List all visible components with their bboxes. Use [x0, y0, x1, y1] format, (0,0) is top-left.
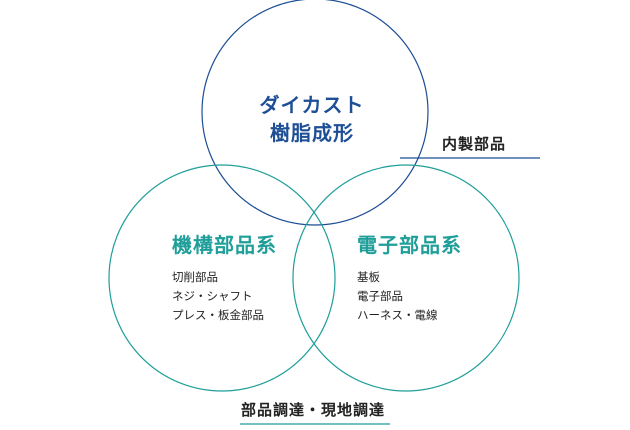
procurement-caption: 部品調達・現地調達: [240, 401, 386, 419]
list-item: 切削部品: [172, 270, 218, 284]
top-circle-title: ダイカスト 樹脂成形: [260, 91, 365, 147]
right-circle-title: 電子部品系: [357, 233, 462, 257]
list-item: 基板: [357, 270, 380, 284]
list-item: プレス・板金部品: [172, 308, 264, 322]
list-item: 電子部品: [357, 289, 403, 303]
right-circle-item-list: 基板 電子部品 ハーネス・電線: [357, 268, 438, 325]
top-circle: [201, 0, 429, 226]
top-circle-title-line2: 樹脂成形: [270, 121, 354, 145]
left-circle-title: 機構部品系: [172, 233, 277, 257]
left-circle-item-list: 切削部品 ネジ・シャフト プレス・板金部品: [172, 268, 264, 325]
top-circle-title-line1: ダイカスト: [259, 93, 365, 117]
list-item: ハーネス・電線: [357, 308, 438, 322]
right-circle: [292, 164, 520, 392]
list-item: ネジ・シャフト: [172, 289, 253, 303]
left-circle: [108, 164, 336, 392]
inhouse-caption: 内製部品: [442, 135, 507, 153]
